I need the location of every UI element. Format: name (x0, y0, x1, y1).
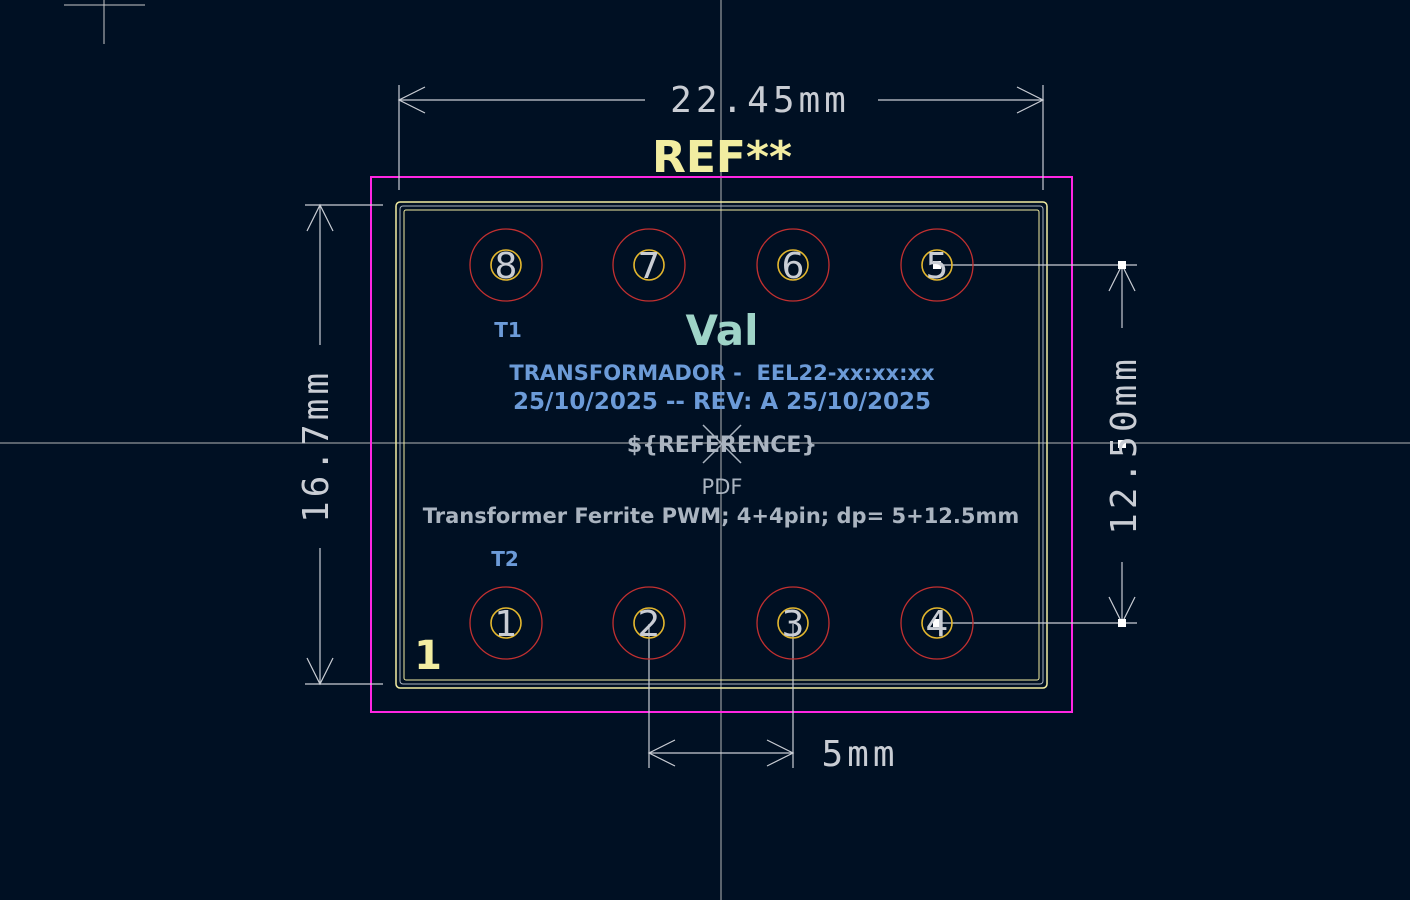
pad-8[interactable]: 8 (469, 228, 543, 302)
pad-ring (469, 228, 543, 302)
pin1-marker[interactable]: 1 (414, 633, 442, 679)
pad-drill (633, 249, 665, 281)
dimension-height[interactable] (305, 203, 383, 686)
pad-drill (490, 607, 522, 639)
dimension-pitch[interactable] (647, 624, 795, 768)
pad-number: 8 (495, 246, 518, 287)
dimension-row-spacing[interactable] (937, 263, 1137, 625)
pad-3[interactable]: 3 (756, 586, 830, 660)
pad-number: 5 (926, 246, 949, 287)
pad-ring (756, 228, 830, 302)
courtyard-outline[interactable] (370, 176, 1073, 713)
footprint-anchor-icon[interactable] (702, 424, 742, 464)
footprint-description[interactable]: Transformer Ferrite PWM; 4+4pin; dp= 5+1… (423, 504, 1020, 528)
pad-5[interactable]: 5 (900, 228, 974, 302)
pad-number: 2 (638, 604, 661, 645)
pad-number: 3 (782, 604, 805, 645)
pad-ring (900, 228, 974, 302)
pad-7[interactable]: 7 (612, 228, 686, 302)
pad-ring (612, 586, 686, 660)
grid-origin-marker (64, 0, 145, 44)
doc-label[interactable]: PDF (702, 475, 743, 499)
pads-group: 8 7 6 5 1 2 3 4 (469, 228, 974, 660)
dimension-height-label: 16.7mm (296, 369, 337, 523)
label-t1[interactable]: T1 (494, 318, 522, 342)
pad-number: 4 (926, 604, 949, 645)
dimension-row-spacing-label: 12.50mm (1104, 355, 1145, 535)
dimension-pitch-label: 5mm (821, 734, 898, 775)
pad-4[interactable]: 4 (900, 586, 974, 660)
pad-number: 7 (638, 246, 661, 287)
value-field[interactable]: Val (686, 306, 759, 355)
dimension-width-label: 22.45mm (670, 80, 850, 121)
dimension-handles[interactable] (933, 261, 1126, 627)
pad-1[interactable]: 1 (469, 586, 543, 660)
pad-2[interactable]: 2 (612, 586, 686, 660)
reference-placeholder[interactable]: ${REFERENCE} (627, 433, 817, 458)
pad-drill (777, 607, 809, 639)
user-text-line1[interactable]: TRANSFORMADOR - EEL22-xx:xx:xx (509, 361, 935, 385)
body-outline[interactable] (395, 201, 1048, 689)
pad-drill (921, 607, 953, 639)
pad-drill (490, 249, 522, 281)
label-t2[interactable]: T2 (491, 547, 519, 571)
pad-ring (900, 586, 974, 660)
reference-designator[interactable]: REF** (652, 132, 792, 183)
pad-drill (921, 249, 953, 281)
pad-ring (469, 586, 543, 660)
user-text-line2[interactable]: 25/10/2025 -- REV: A 25/10/2025 (513, 389, 931, 415)
pad-number: 6 (782, 246, 805, 287)
pad-ring (756, 586, 830, 660)
dimension-width[interactable] (397, 85, 1045, 190)
pad-drill (777, 249, 809, 281)
pad-ring (612, 228, 686, 302)
pad-number: 1 (495, 604, 518, 645)
pad-drill (633, 607, 665, 639)
pad-6[interactable]: 6 (756, 228, 830, 302)
